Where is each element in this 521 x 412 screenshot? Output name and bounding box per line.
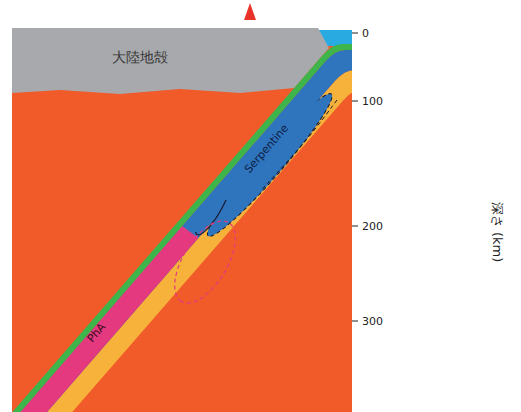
tick-mark [352, 226, 358, 227]
tick-mark [352, 101, 358, 102]
volcano [244, 3, 256, 20]
region-label: 大陸地殻 [109, 49, 171, 67]
depth-label: 100 [362, 95, 383, 108]
axis-title: 深さ (km) [490, 202, 505, 262]
slab [12, 44, 352, 412]
depth-label: 300 [362, 315, 383, 328]
tick-mark [352, 33, 358, 34]
tick-mark [352, 321, 358, 322]
depth-label: 200 [362, 220, 383, 233]
depth-label: 200 [362, 220, 383, 233]
depth-label: 100 [362, 95, 383, 108]
continental-crust [12, 28, 329, 94]
serpentine-lens [199, 86, 340, 244]
crust-label-region: 大陸地殻 [109, 49, 171, 71]
axis-title: 深さ (km) [488, 202, 506, 262]
depth-ticks [352, 33, 358, 321]
depth-label: 0 [362, 27, 369, 40]
oceanic-crust [12, 44, 352, 412]
transition-zone [162, 211, 247, 313]
depth-label: 300 [362, 315, 383, 328]
depth-label: 0 [362, 27, 369, 40]
